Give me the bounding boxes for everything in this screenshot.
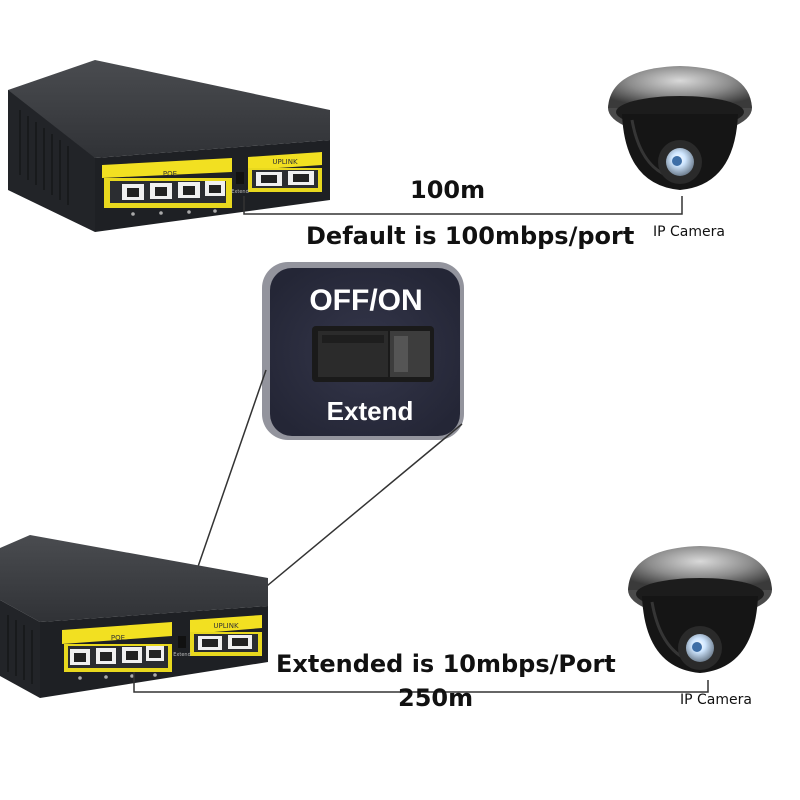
bottom-cable-line: [133, 672, 709, 693]
top-camera-label: IP Camera: [653, 224, 725, 240]
zoom-dip-switch-icon: [262, 262, 464, 440]
bottom-distance-label: 250m: [398, 684, 474, 712]
top-switch-poe-label: POE: [163, 170, 177, 178]
top-dome-camera-icon: [608, 66, 752, 190]
bottom-dome-camera-icon: [628, 546, 772, 673]
zoom-extend-label: Extend: [327, 396, 414, 426]
bottom-speed-note: Extended is 10mbps/Port: [276, 650, 616, 678]
bottom-switch-poe-label: POE: [111, 634, 125, 642]
bottom-poe-switch-icon: POE UPLINK Extend: [0, 535, 268, 698]
top-poe-switch-icon: POE UPLINK Extend: [8, 60, 330, 232]
top-distance-label: 100m: [410, 176, 486, 204]
top-cable-line: [243, 196, 683, 215]
bottom-camera-label: IP Camera: [680, 692, 752, 708]
zoom-callout-line-right: [249, 423, 463, 601]
bottom-switch-extend-label: Extend: [173, 652, 191, 658]
top-switch-extend-label: Extend: [231, 189, 249, 195]
top-speed-note: Default is 100mbps/port: [306, 222, 635, 250]
top-switch-uplink-label: UPLINK: [272, 158, 298, 166]
bottom-switch-uplink-label: UPLINK: [213, 622, 239, 630]
zoom-toggle-label: OFF/ON: [309, 284, 422, 317]
